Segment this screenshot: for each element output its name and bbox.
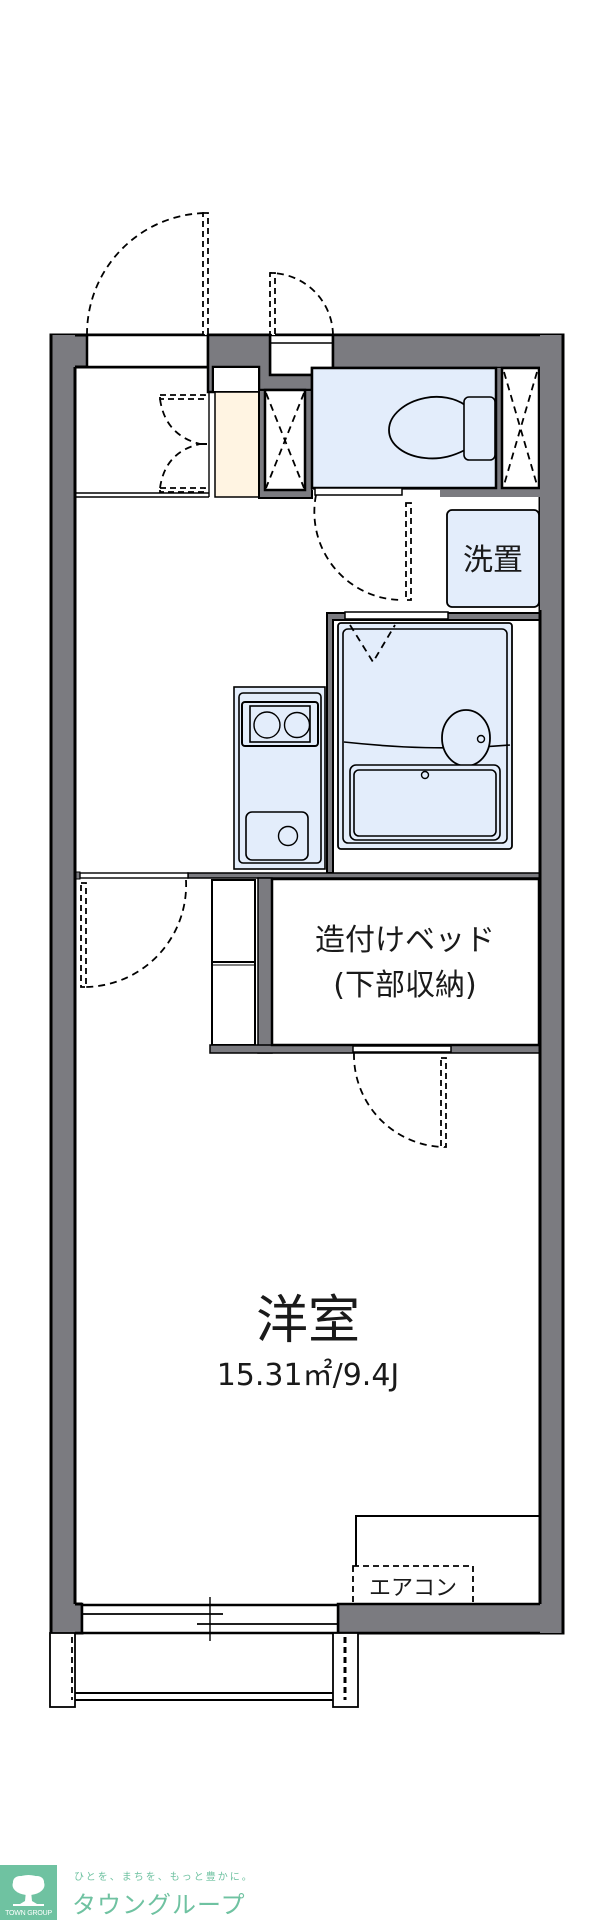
sink-icon xyxy=(441,709,491,767)
bed-label: 造付けベッド xyxy=(315,923,495,958)
toilet-door[interactable] xyxy=(313,487,412,601)
balcony-sliding-window[interactable] xyxy=(80,1597,340,1641)
kitchen-counter xyxy=(233,686,326,870)
entrance-door[interactable] xyxy=(85,212,210,369)
tree-icon xyxy=(12,1875,45,1906)
bath-unit xyxy=(337,622,513,850)
washer-space: 洗置 xyxy=(446,509,540,608)
meter-box-door[interactable] xyxy=(268,272,335,377)
room-area: 15.31㎡/9.4J xyxy=(217,1358,400,1393)
western-room: 洋室 15.31㎡/9.4J xyxy=(217,1291,400,1393)
entry-partition-walls xyxy=(206,333,565,394)
bathtub-icon xyxy=(349,764,501,841)
ac-shelf: エアコン xyxy=(352,1515,541,1605)
closet-double-doors[interactable] xyxy=(159,394,207,493)
pipe-shaft-right xyxy=(500,366,541,490)
logo-caption: TOWN GROUP xyxy=(5,1910,52,1917)
bed-door[interactable] xyxy=(352,1045,452,1148)
stove-icon xyxy=(241,701,319,747)
sink-basin-icon xyxy=(245,811,309,861)
pipe-shaft-left xyxy=(258,388,313,499)
washer-label: 洗置 xyxy=(463,543,523,578)
built-in-bed: 造付けベッド (下部収納) xyxy=(270,877,541,1047)
bottom-walls xyxy=(49,335,565,1635)
town-group-logo: TOWN GROUP xyxy=(0,1865,57,1920)
ac-label: エアコン xyxy=(369,1576,457,1601)
balcony xyxy=(49,1632,359,1708)
entrance-step xyxy=(75,492,209,498)
storage-shelf xyxy=(211,879,256,1046)
toilet-room xyxy=(310,366,563,497)
brand-name: タウングループ xyxy=(72,1891,246,1919)
toilet-icon xyxy=(388,395,496,461)
brand-tagline: ひとを、まちを、もっと豊かに。 xyxy=(74,1872,254,1883)
shoe-closet xyxy=(208,391,260,498)
bed-sublabel: (下部収納) xyxy=(333,968,476,1003)
room-door[interactable] xyxy=(79,872,189,988)
room-name: 洋室 xyxy=(256,1291,360,1351)
